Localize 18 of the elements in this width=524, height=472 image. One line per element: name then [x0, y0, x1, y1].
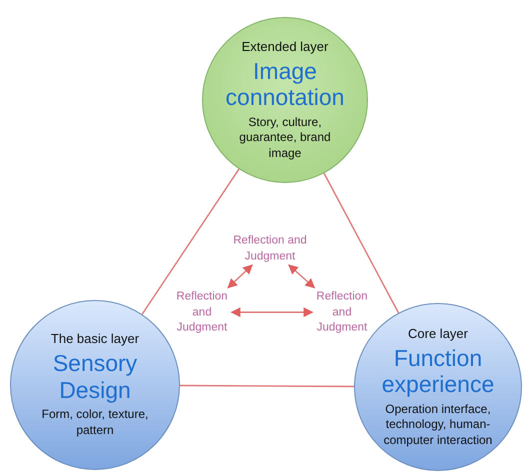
layer-title: Function experience [380, 344, 496, 398]
layer-description: Story, culture, guarantee, brand image [238, 114, 332, 162]
layer-title: Image connotation [224, 58, 346, 111]
connector-line [142, 168, 240, 315]
connector-line [180, 384, 354, 388]
connector-line [323, 172, 400, 314]
layer-description: Operation interface, technology, human-computer interaction [382, 402, 494, 448]
layer-description: Form, color, texture, pattern [40, 407, 150, 439]
double-arrow [227, 264, 253, 288]
layer-heading: Core layer [408, 326, 468, 341]
layer-heading: The basic layer [50, 331, 140, 346]
reflection-label: Reflection and Judgment [220, 233, 320, 265]
double-arrow [230, 307, 314, 318]
layer-title: Sensory Design [52, 350, 138, 404]
layer-heading: Extended layer [242, 38, 328, 54]
reflection-label: Reflection and Judgment [306, 290, 378, 336]
double-arrow [288, 264, 316, 288]
reflection-label: Reflection and Judgment [166, 290, 238, 336]
